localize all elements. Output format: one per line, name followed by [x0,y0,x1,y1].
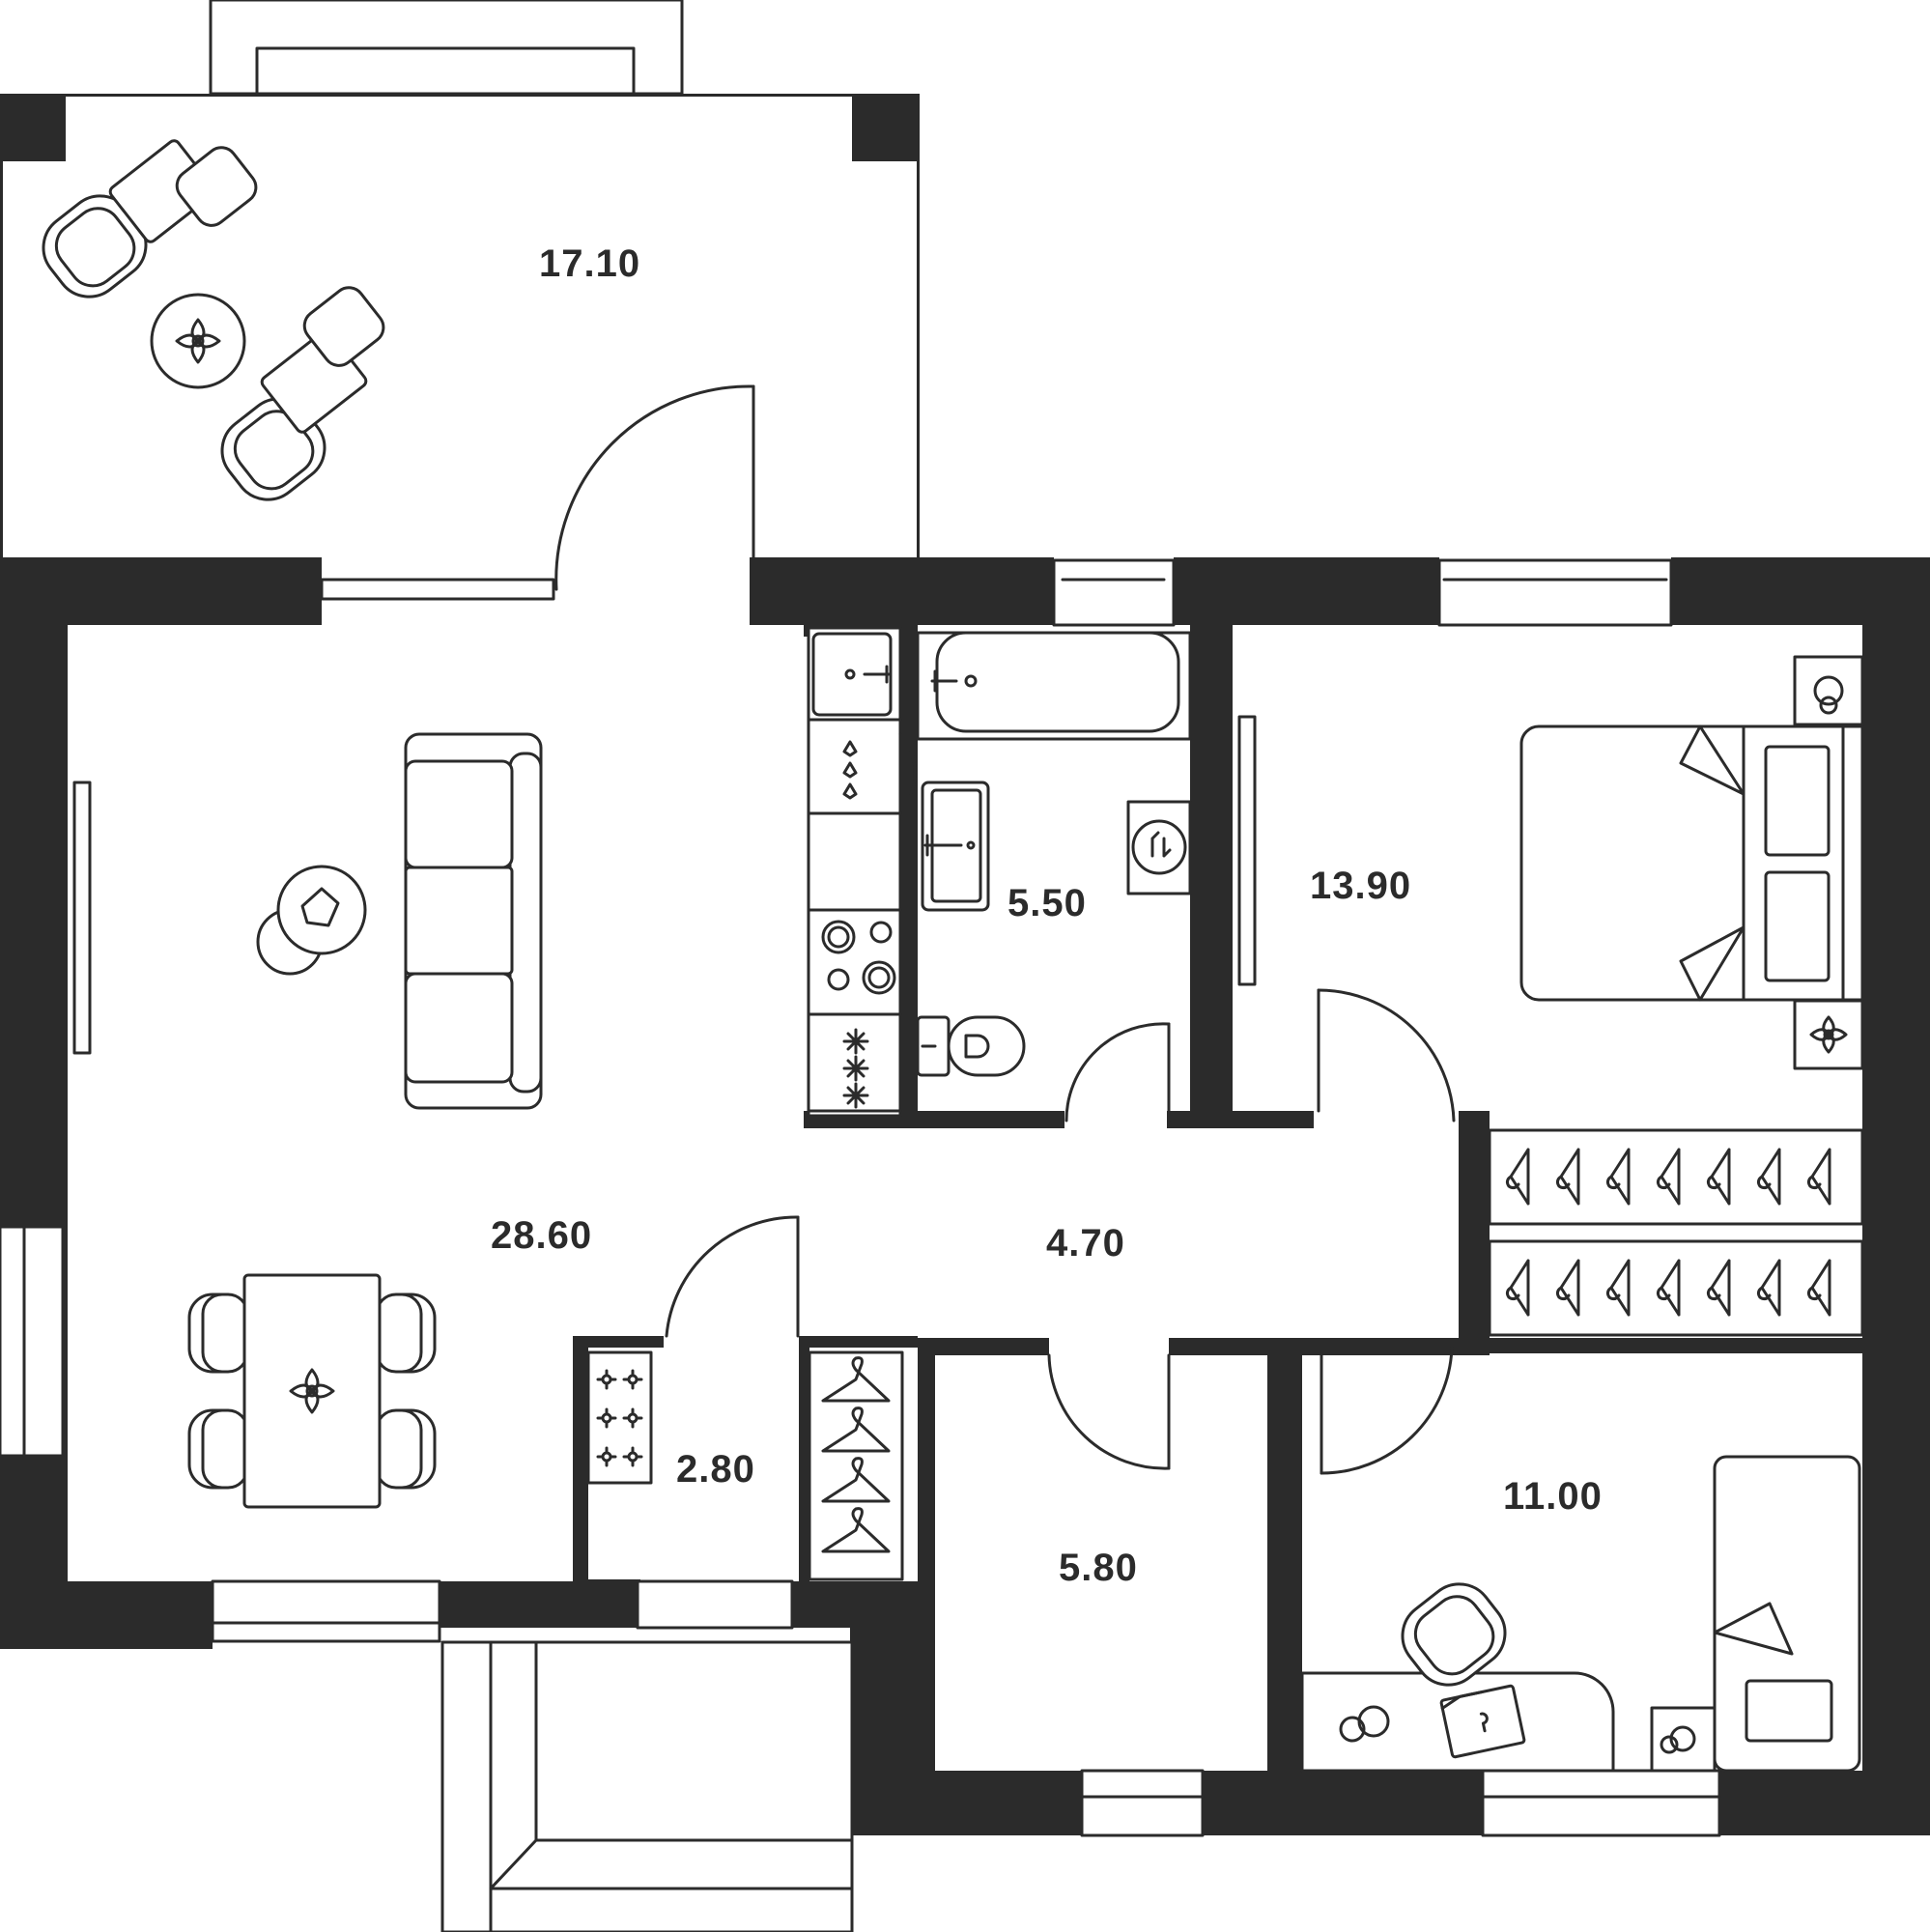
bedroom-area-label: 13.90 [1310,865,1411,907]
hanger-icon [1505,1259,1530,1317]
bathtub-icon [916,631,1192,741]
walls [0,94,1930,1835]
hanger-icon [1656,1148,1681,1206]
living-room-area-label: 28.60 [491,1214,592,1257]
hanger-icon [1756,1148,1781,1206]
sink-icon [811,632,893,717]
second-room-area-label: 11.00 [1503,1475,1603,1518]
wardrobe-icon [1488,1239,1864,1337]
hanger-icon [1605,1148,1631,1206]
armchair-icon [42,194,148,298]
nightstand-icon [1793,999,1864,1070]
knob-icon [596,1446,617,1467]
shelf-icon [586,1350,653,1485]
window-icon [636,1579,794,1630]
hangers [1505,1148,1831,1206]
bathroom-area-label: 5.50 [1008,882,1087,924]
double-bed-icon [1519,724,1864,1002]
storage-area-label: 5.80 [1059,1547,1138,1589]
hanger-icon [821,1457,891,1503]
area-labels: 17.10 28.60 5.50 13.90 4.70 2.80 5.80 11… [491,242,1603,1589]
side-table-icon [256,865,367,976]
flower-icon [1809,1015,1848,1054]
door-icon [665,1215,800,1338]
dishwasher-icon [898,732,917,813]
closet-area-label: 2.80 [676,1448,755,1491]
wardrobe-icon [808,1350,904,1581]
desk-icon [1300,1671,1615,1773]
door-icon [554,384,755,591]
door-icon [1064,1022,1171,1122]
hangers [821,1356,891,1553]
hanger-icon [1656,1259,1681,1317]
flower-icon [289,1368,335,1414]
hanger-icon [1555,1259,1580,1317]
lamp-icon [1339,1705,1390,1743]
hanger-icon [1505,1148,1530,1206]
hanger-icon [1555,1148,1580,1206]
coffee-table-icon [150,293,246,389]
chair-back-icon [175,146,258,227]
balcony-area-label: 17.10 [539,242,640,285]
window-icon [1437,558,1673,627]
kitchen-units [807,626,917,1118]
bottom-balcony [440,1640,854,1932]
door-icon [1317,988,1456,1122]
knob-icon [596,1407,617,1429]
nightstand-icon [1793,655,1864,726]
window-icon [320,578,555,601]
hanger-icon [1605,1259,1631,1317]
dining-table-icon [187,1273,437,1509]
washing-machine-icon [1126,800,1192,895]
hanger-icon [1806,1148,1831,1206]
windows [0,0,1721,1837]
flower-icon [175,318,221,364]
door-icon [1047,1353,1171,1470]
window-icon [1080,1769,1205,1837]
hanger-icon [1756,1259,1781,1317]
wardrobe-icon [1488,1128,1864,1226]
knob-icon [622,1369,643,1390]
hallway-area-label: 4.70 [1046,1222,1125,1264]
hanger-icon [1706,1259,1731,1317]
window-icon [0,1225,65,1458]
folder-icon [1439,1684,1526,1759]
knob-icon [622,1407,643,1429]
knob-icon [596,1369,617,1390]
hanger-icon [821,1507,891,1553]
hanger-icon [821,1406,891,1453]
fridge-icon [842,1028,869,1109]
sink-icon [921,781,990,912]
office-chair-icon [1401,1582,1507,1687]
window-icon [1237,715,1257,986]
window-icon [1052,558,1176,627]
nightstand-icon [1650,1706,1717,1773]
stove-icon [821,920,896,995]
hangers [1505,1259,1831,1317]
window-icon [211,1579,441,1643]
window-icon [1481,1769,1721,1837]
doors [554,384,1456,1475]
window-icon [72,781,92,1055]
toilet-icon [916,1015,1026,1077]
knob-icon [622,1446,643,1467]
single-bed-icon [1713,1455,1861,1773]
door-icon [1320,1346,1454,1475]
hanger-icon [1706,1148,1731,1206]
sofa-icon [404,732,543,1110]
chair-back-icon [302,286,385,367]
hanger-icon [1806,1259,1831,1317]
hanger-icon [821,1356,891,1403]
